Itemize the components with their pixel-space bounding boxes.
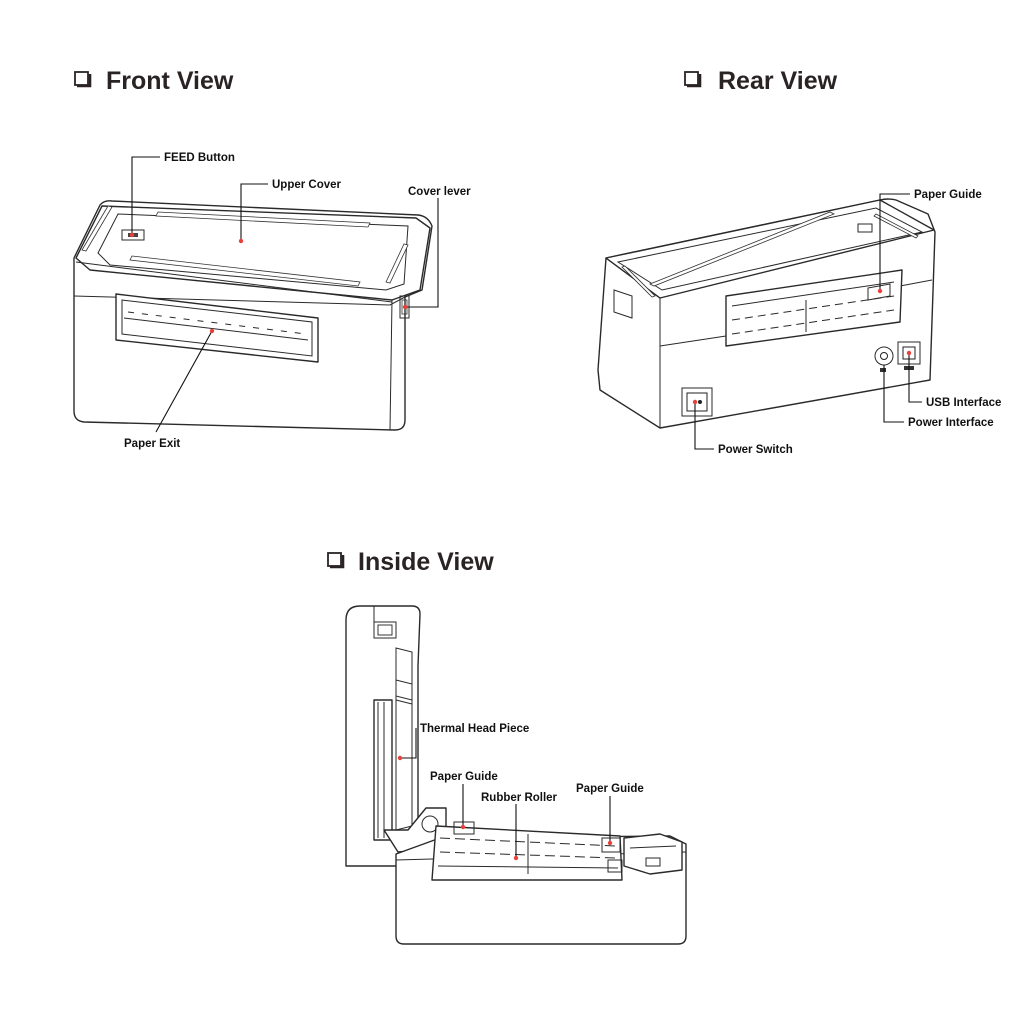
rubber-roller-callout: Rubber Roller xyxy=(481,792,558,861)
cover-lever-callout: Cover lever xyxy=(402,186,471,310)
rear-paper-guide-callout: Paper Guide xyxy=(877,189,982,294)
usb-interface-callout: USB Interface xyxy=(906,350,1001,409)
thermal-head-callout: Thermal Head Piece xyxy=(397,723,529,761)
square-checkbox-icon xyxy=(74,71,92,88)
inside-paper-guide-right-label: Paper Guide xyxy=(576,783,644,795)
power-switch-callout: Power Switch xyxy=(692,399,793,456)
rubber-roller-label: Rubber Roller xyxy=(481,792,558,804)
upper-cover-callout: Upper Cover xyxy=(238,179,342,244)
inside-paper-guide-right-callout: Paper Guide xyxy=(576,783,644,846)
front-view-title: Front View xyxy=(106,67,234,95)
rear-view-printer xyxy=(597,198,936,429)
front-view-heading: Front View xyxy=(74,67,234,95)
inside-paper-guide-left-label: Paper Guide xyxy=(430,771,498,783)
usb-interface-label: USB Interface xyxy=(926,397,1001,409)
power-switch-label: Power Switch xyxy=(718,444,793,456)
inside-view-printer xyxy=(345,605,687,945)
feed-button-callout: FEED Button xyxy=(129,152,235,238)
inside-view-heading: Inside View xyxy=(327,548,494,576)
square-checkbox-icon xyxy=(327,552,345,569)
front-view-printer xyxy=(73,200,433,431)
square-checkbox-icon xyxy=(684,71,702,88)
feed-button-label: FEED Button xyxy=(164,152,235,164)
power-interface-callout: Power Interface xyxy=(883,365,994,429)
upper-cover-label: Upper Cover xyxy=(272,179,342,191)
thermal-head-label: Thermal Head Piece xyxy=(420,723,529,735)
paper-exit-label: Paper Exit xyxy=(124,438,180,450)
inside-view-title: Inside View xyxy=(358,548,494,576)
rear-paper-guide-label: Paper Guide xyxy=(914,189,982,201)
power-interface-label: Power Interface xyxy=(908,417,994,429)
paper-exit-callout: Paper Exit xyxy=(124,328,215,450)
rear-view-title: Rear View xyxy=(718,67,838,95)
inside-paper-guide-left-callout: Paper Guide xyxy=(430,771,498,830)
cover-lever-label: Cover lever xyxy=(408,186,471,198)
rear-view-heading: Rear View xyxy=(684,67,838,95)
